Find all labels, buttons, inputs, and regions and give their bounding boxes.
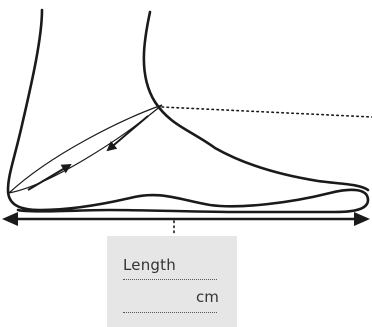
ankle-guide-line	[161, 106, 372, 118]
length-measurement-box: Length cm	[107, 236, 237, 327]
length-label: Length	[123, 256, 176, 274]
arrow-up-icon	[106, 115, 149, 152]
foot-heel-outline	[6, 8, 370, 214]
length-unit: cm	[196, 288, 219, 306]
arrow-down-icon	[27, 163, 72, 191]
foot-instep-outline	[142, 10, 370, 192]
value-underline	[123, 312, 217, 313]
length-arrow-left-icon	[2, 212, 18, 226]
label-underline	[123, 279, 217, 280]
instep-ellipse	[7, 104, 163, 194]
length-arrow-right-icon	[354, 212, 370, 226]
